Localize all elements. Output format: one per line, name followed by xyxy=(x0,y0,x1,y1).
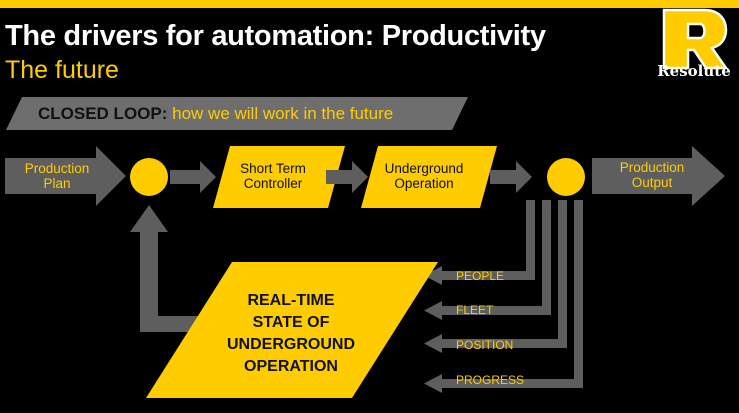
operation-label: Underground Operation xyxy=(384,161,464,191)
operation-box xyxy=(361,146,497,208)
slide-title: The drivers for automation: Productivity xyxy=(5,20,546,52)
stream-label-people: PEOPLE xyxy=(456,269,505,283)
arrow-to-controller xyxy=(170,161,216,193)
production-output-label: Production Output xyxy=(619,160,685,190)
banner-description: how we will work in the future xyxy=(167,104,394,123)
slide-subtitle: The future xyxy=(5,56,119,84)
banner-text: CLOSED LOOP: how we will work in the fut… xyxy=(38,104,393,124)
feedback-streams xyxy=(424,200,583,393)
banner-shape xyxy=(6,97,468,130)
R-logo-icon xyxy=(662,8,729,70)
summing-junction-output xyxy=(547,158,585,196)
top-accent-bar xyxy=(0,0,739,8)
real-time-state-label: REAL-TIME STATE OF UNDERGROUND OPERATION xyxy=(227,292,355,375)
stream-label-fleet: FLEET xyxy=(456,303,494,317)
arrow-to-output-junction xyxy=(490,161,532,193)
arrow-production-plan xyxy=(5,146,126,206)
arrow-production-output xyxy=(592,146,725,206)
real-time-state-box xyxy=(146,262,438,398)
controller-label: Short Term Controller xyxy=(240,161,306,191)
summing-junction-input xyxy=(130,158,168,196)
stream-label-progress: PROGRESS xyxy=(456,373,525,387)
arrow-to-operation xyxy=(326,161,368,193)
controller-box xyxy=(213,146,345,208)
stream-label-position: POSITION xyxy=(456,338,514,352)
production-plan-label: Production Plan xyxy=(24,161,90,191)
brand-name: Resolute xyxy=(657,62,731,80)
banner-label: CLOSED LOOP: xyxy=(38,104,168,123)
